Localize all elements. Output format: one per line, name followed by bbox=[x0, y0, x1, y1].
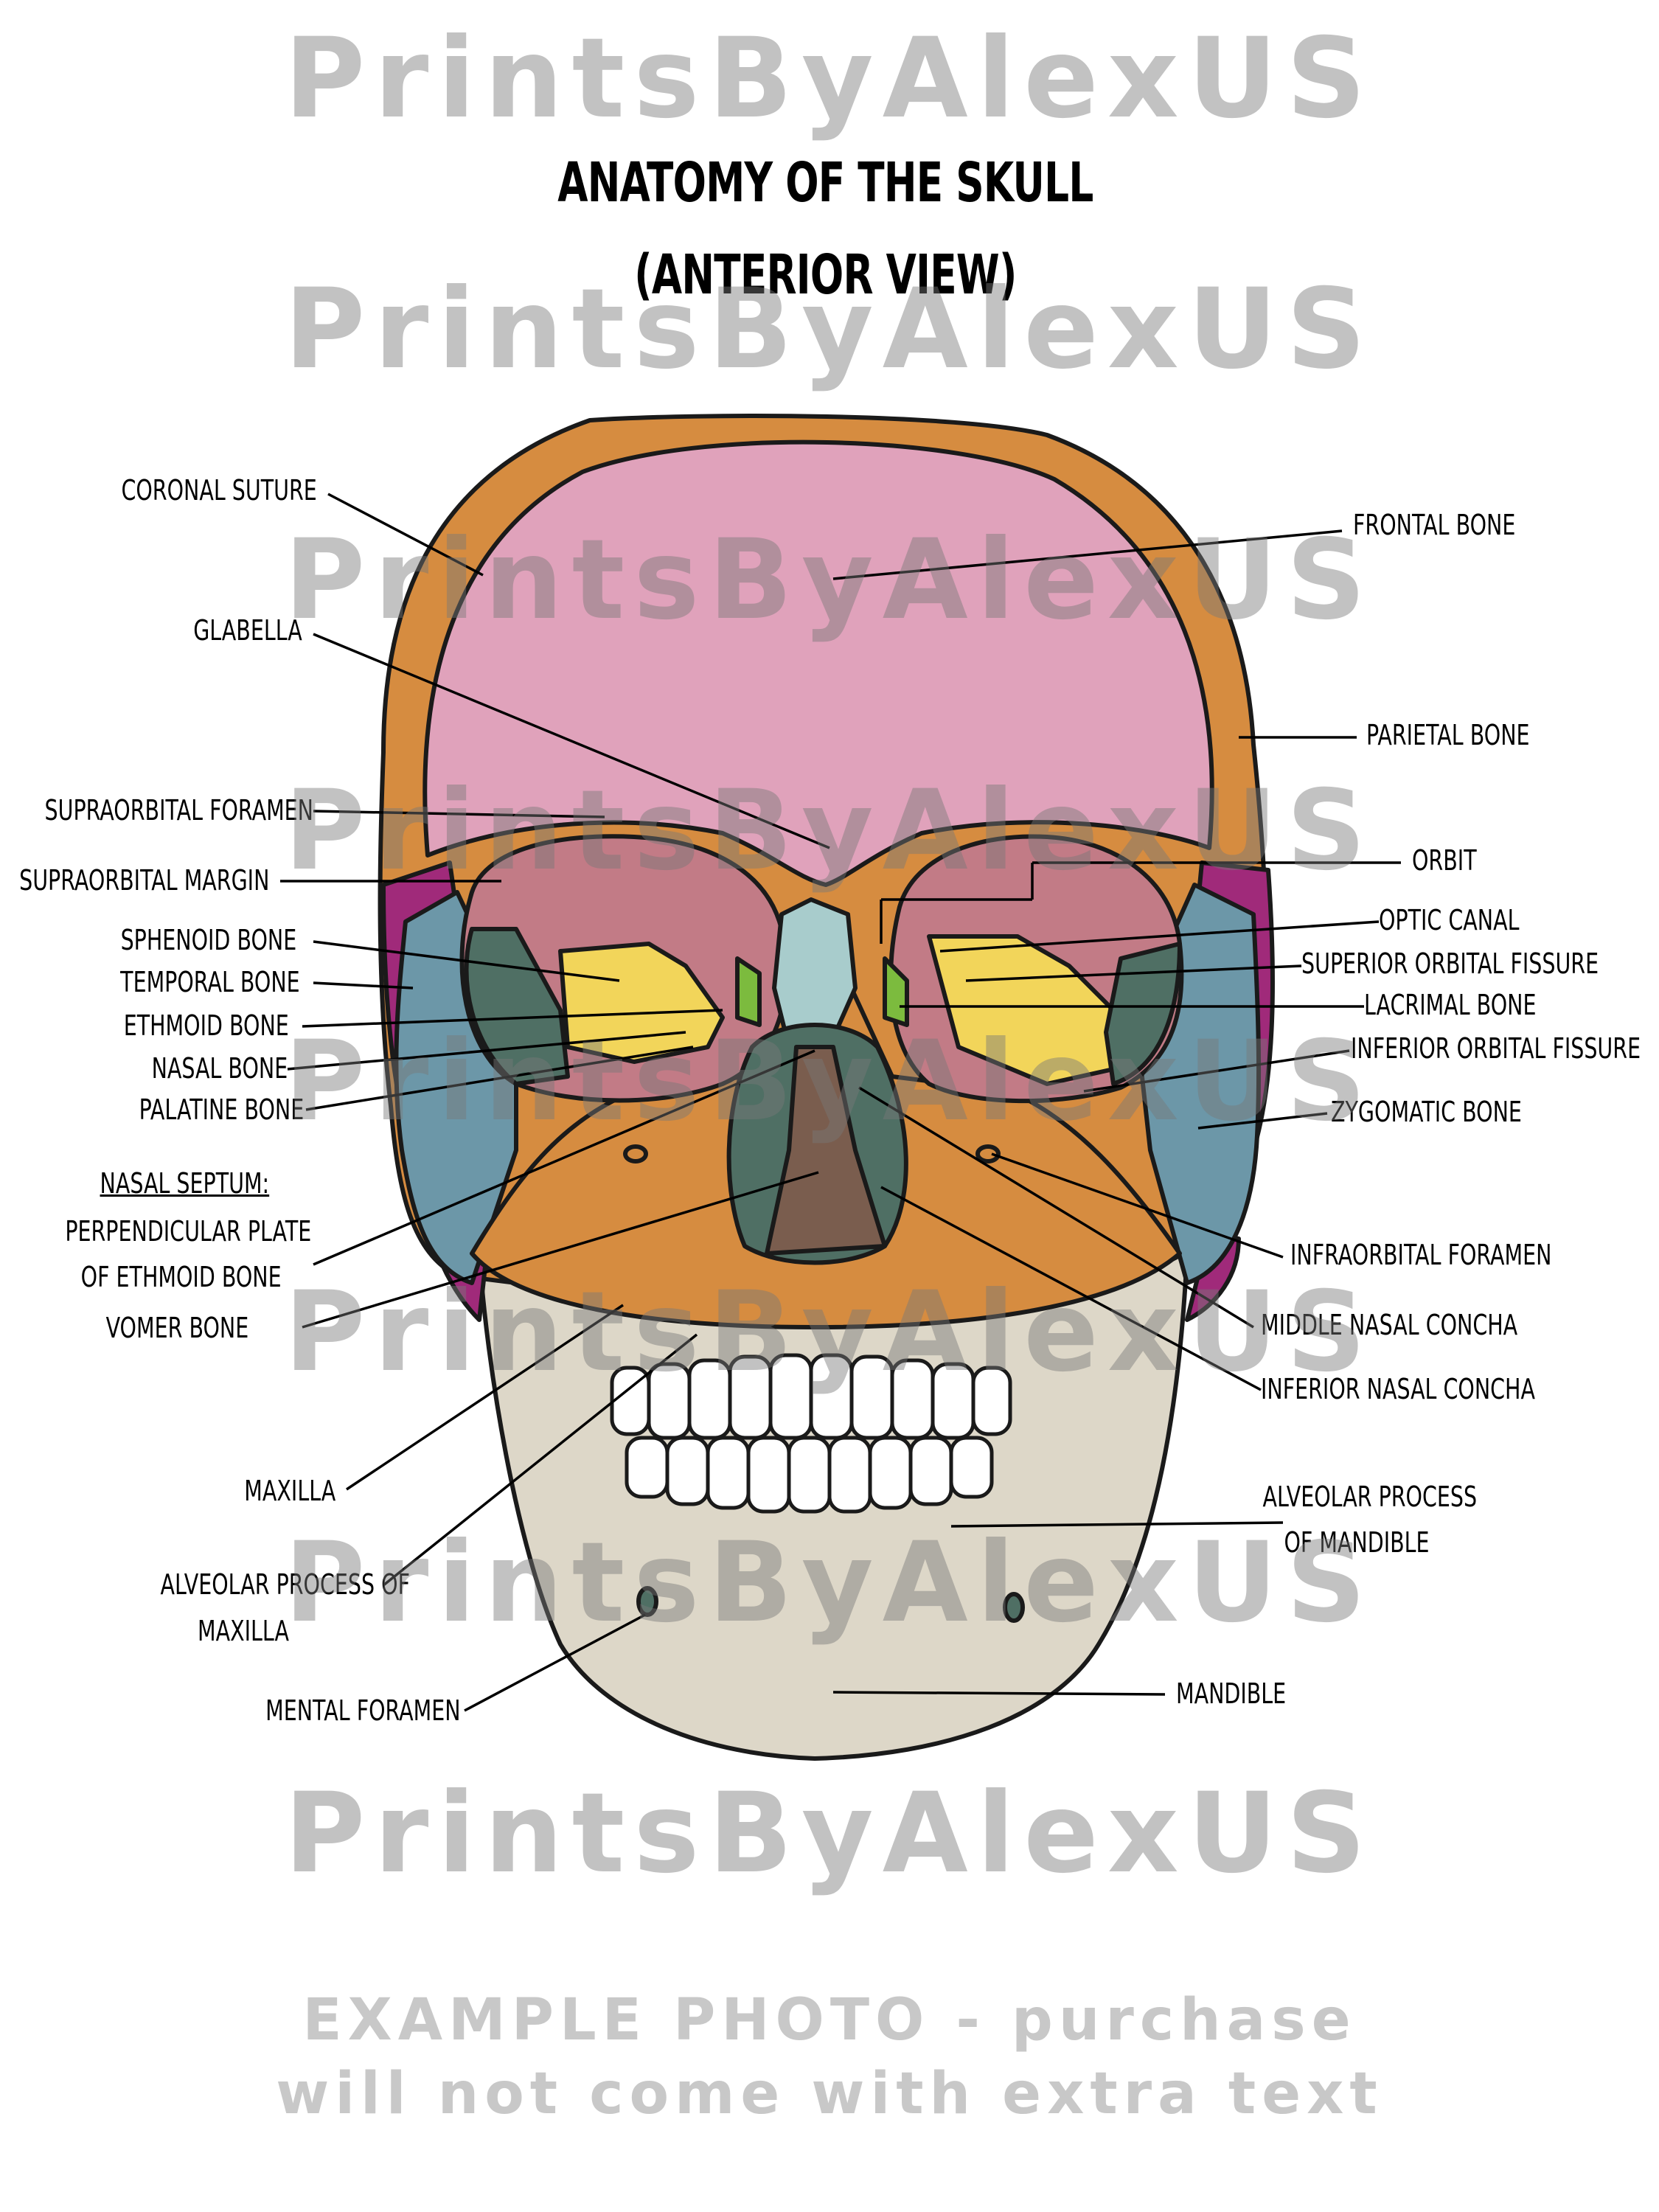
label-ethmoid-bone: ETHMOID BONE bbox=[123, 1009, 289, 1042]
label-superior-orbital-fissure: SUPERIOR ORBITAL FISSURE bbox=[1301, 947, 1599, 980]
label-supraorbital-margin: SUPRAORBITAL MARGIN bbox=[18, 864, 269, 897]
label-mental-foramen: MENTAL FORAMEN bbox=[265, 1694, 461, 1727]
label-frontal-bone: FRONTAL BONE bbox=[1353, 509, 1516, 541]
label-alveolar-process-mandible-2: OF MANDIBLE bbox=[1284, 1526, 1430, 1559]
label-maxilla: MAXILLA bbox=[244, 1475, 335, 1507]
label-nasal-bone: NASAL BONE bbox=[151, 1052, 288, 1085]
label-mandible: MANDIBLE bbox=[1176, 1677, 1287, 1710]
label-inferior-orbital-fissure: INFERIOR ORBITAL FISSURE bbox=[1351, 1032, 1641, 1065]
label-alveolar-process-maxilla-2: MAXILLA bbox=[198, 1615, 289, 1647]
mental-foramen-left bbox=[636, 1586, 658, 1617]
label-temporal-bone: TEMPORAL BONE bbox=[120, 966, 300, 998]
label-optic-canal: OPTIC CANAL bbox=[1379, 904, 1520, 936]
lacrimal-right bbox=[883, 956, 909, 1027]
label-nasal-septum: NASAL SEPTUM: bbox=[100, 1167, 269, 1200]
frontal-shape bbox=[422, 439, 1214, 887]
label-zygomatic-bone: ZYGOMATIC BONE bbox=[1331, 1096, 1522, 1128]
nasal-shape bbox=[772, 897, 858, 1057]
infraorbital-foramen-right bbox=[975, 1144, 1001, 1164]
leader-lines bbox=[280, 493, 1401, 1712]
label-coronal-suture: CORONAL SUTURE bbox=[121, 474, 317, 507]
orbit-dark-right bbox=[1104, 942, 1182, 1086]
infraorbital-foramen-left bbox=[623, 1144, 648, 1164]
label-lacrimal-bone: LACRIMAL BONE bbox=[1364, 989, 1537, 1021]
label-alveolar-process-mandible-1: ALVEOLAR PROCESS bbox=[1262, 1481, 1478, 1513]
label-middle-nasal-concha: MIDDLE NASAL CONCHA bbox=[1261, 1309, 1518, 1341]
label-perpendicular-plate-2: OF ETHMOID BONE bbox=[81, 1261, 282, 1293]
septum-shape bbox=[765, 1045, 887, 1256]
page-title-line2: (ANTERIOR VIEW) bbox=[634, 243, 1017, 307]
label-palatine-bone: PALATINE BONE bbox=[139, 1093, 304, 1126]
label-glabella: GLABELLA bbox=[193, 614, 302, 647]
example-note-line1: EXAMPLE PHOTO - purchase bbox=[302, 1987, 1357, 2053]
label-sphenoid-bone: SPHENOID BONE bbox=[120, 924, 296, 956]
teeth bbox=[610, 1353, 1012, 1514]
label-supraorbital-foramen: SUPRAORBITAL FORAMEN bbox=[44, 794, 313, 827]
label-orbit: ORBIT bbox=[1412, 844, 1477, 877]
mental-foramen-right bbox=[1003, 1592, 1025, 1623]
lacrimal-left bbox=[735, 956, 762, 1027]
label-infraorbital-foramen: INFRAORBITAL FORAMEN bbox=[1290, 1239, 1552, 1271]
label-alveolar-process-maxilla-1: ALVEOLAR PROCESS OF bbox=[160, 1568, 410, 1601]
label-perpendicular-plate-1: PERPENDICULAR PLATE bbox=[65, 1215, 311, 1248]
example-note-line2: will not come with extra text bbox=[276, 2061, 1383, 2127]
label-inferior-nasal-concha: INFERIOR NASAL CONCHA bbox=[1261, 1373, 1535, 1405]
page-title-line1: ANATOMY OF THE SKULL bbox=[557, 151, 1093, 215]
label-parietal-bone: PARIETAL BONE bbox=[1366, 719, 1530, 751]
label-vomer-bone: VOMER BONE bbox=[105, 1312, 248, 1344]
